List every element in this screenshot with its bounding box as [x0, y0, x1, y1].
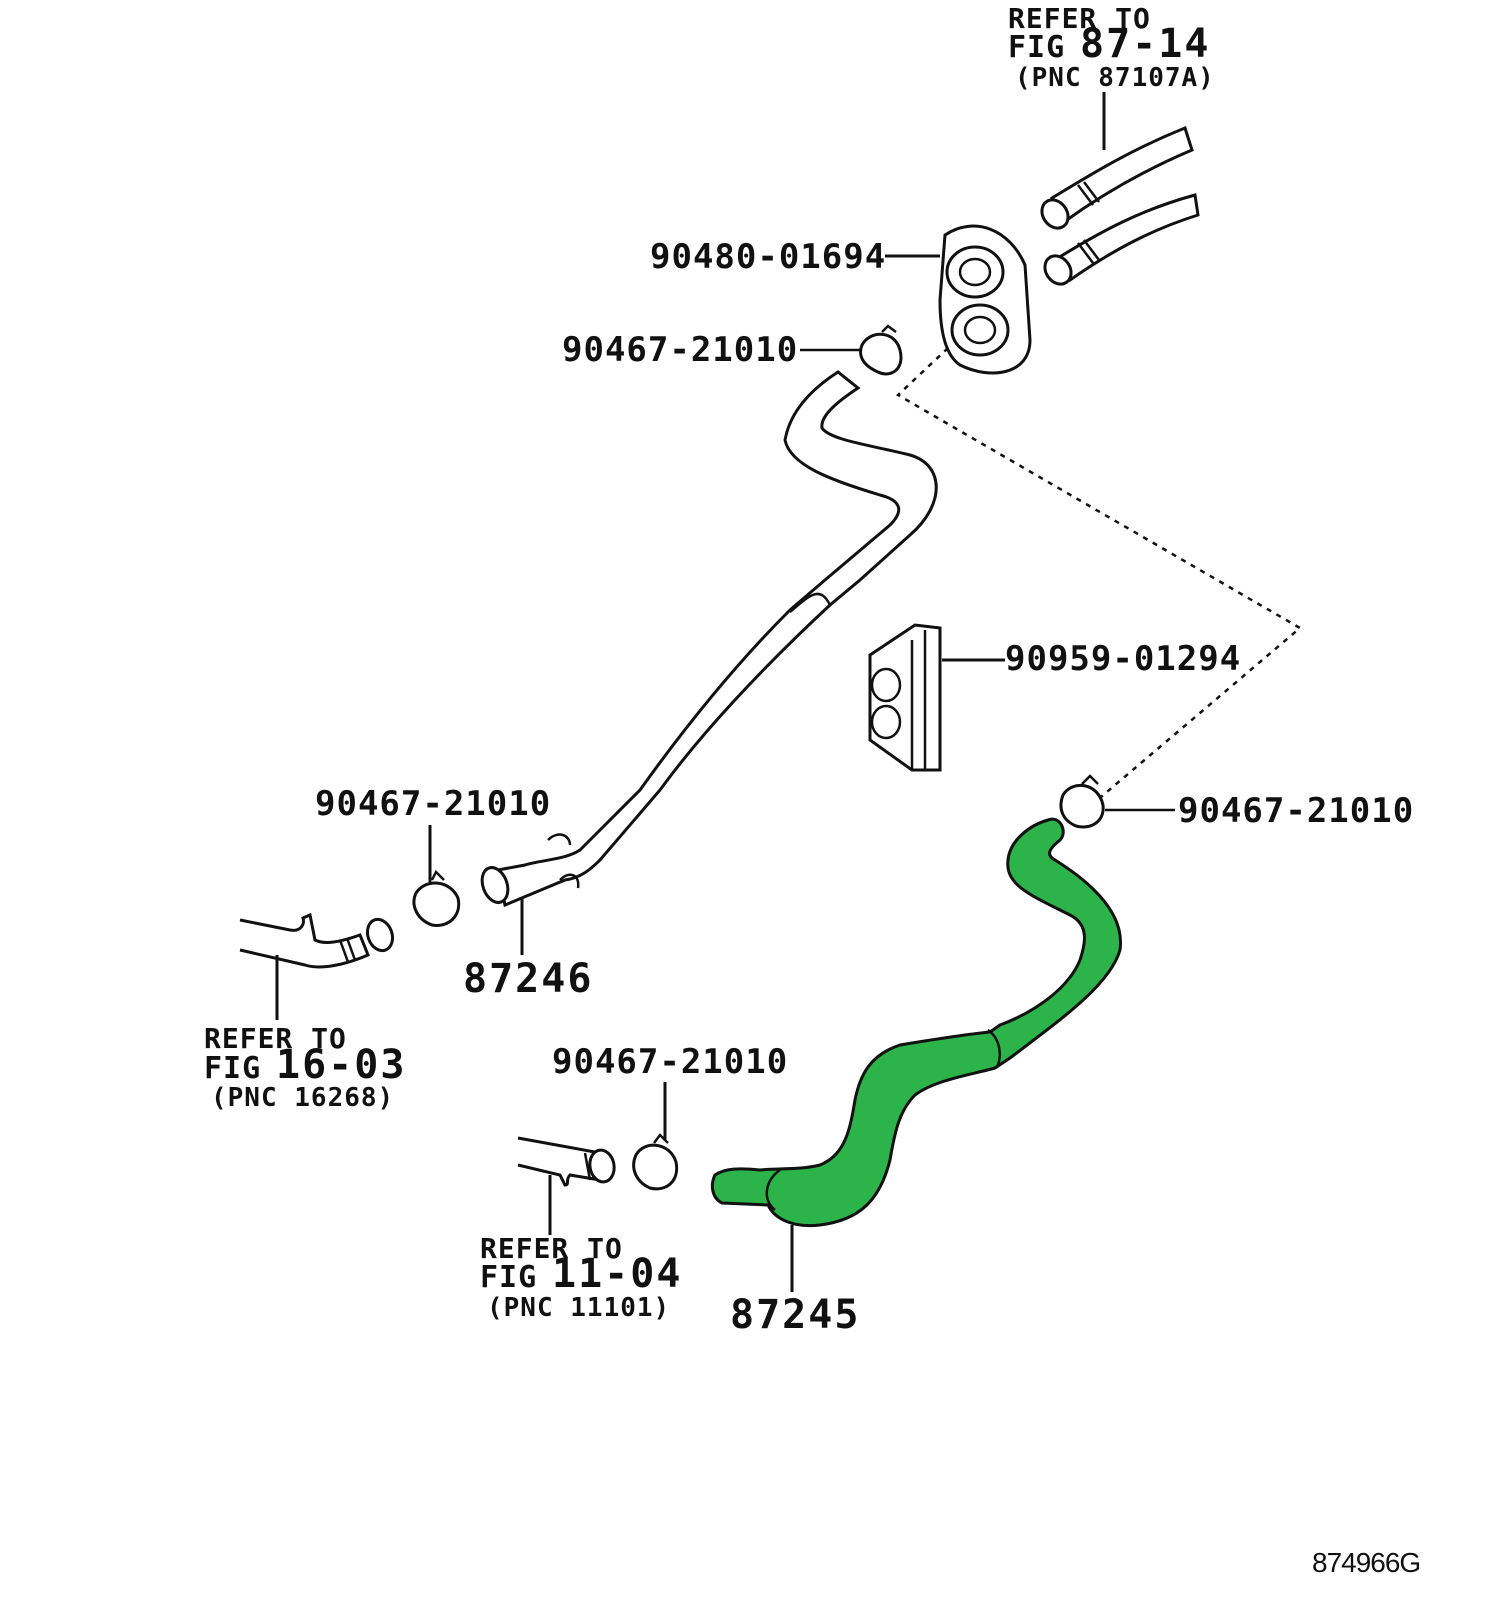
reference-left-fig-prefix: FIG — [204, 1051, 261, 1086]
clamp-left — [412, 825, 461, 927]
reference-bottom-pnc: (PNC 11101) — [487, 1293, 670, 1323]
label-clamp-top: 90467-21010 — [562, 330, 798, 370]
clamp-bottom — [632, 1082, 679, 1191]
reference-top-fig-number: 87-14 — [1080, 21, 1210, 67]
label-hose-87245: 87245 — [730, 1292, 860, 1338]
reference-top-line1: REFER TO — [1008, 2, 1151, 35]
hose-87246 — [480, 370, 938, 955]
reference-left-pnc: (PNC 16268) — [211, 1083, 394, 1113]
reference-top-pnc: (PNC 87107A) — [1015, 63, 1215, 93]
hose-87245 — [710, 817, 1123, 1292]
clamp-top — [800, 324, 903, 376]
clamp-holder-part — [868, 623, 1005, 772]
illustration-id: 874966G — [1312, 1547, 1420, 1578]
clamp-right — [1059, 774, 1175, 829]
reference-bottom: REFER TO FIG 11-04 (PNC 11101) — [480, 1232, 682, 1323]
reference-left-line1: REFER TO — [204, 1022, 347, 1055]
reference-bottom-fig-prefix: FIG — [480, 1260, 537, 1295]
label-clamp-holder: 90959-01294 — [1005, 639, 1241, 679]
label-clamp-left: 90467-21010 — [315, 784, 551, 824]
label-hose-87246: 87246 — [463, 956, 593, 1002]
reference-left-fig-number: 16-03 — [276, 1042, 406, 1088]
reference-top-fig-prefix: FIG — [1008, 30, 1065, 65]
label-clamp-right: 90467-21010 — [1178, 791, 1414, 831]
pipe-bottom — [517, 1136, 616, 1235]
label-grommet: 90480-01694 — [650, 237, 886, 277]
grommet-part — [938, 224, 1032, 375]
reference-left: REFER TO FIG 16-03 (PNC 16268) — [204, 1022, 406, 1113]
dashed-guide — [895, 347, 1303, 809]
reference-bottom-line1: REFER TO — [480, 1232, 623, 1265]
reference-top: REFER TO FIG 87-14 (PNC 87107A) — [1008, 2, 1215, 93]
pipe-left — [239, 912, 395, 1020]
heater-pipes-top — [1040, 92, 1200, 286]
label-clamp-bottom: 90467-21010 — [552, 1042, 788, 1082]
reference-bottom-fig-number: 11-04 — [552, 1251, 682, 1297]
